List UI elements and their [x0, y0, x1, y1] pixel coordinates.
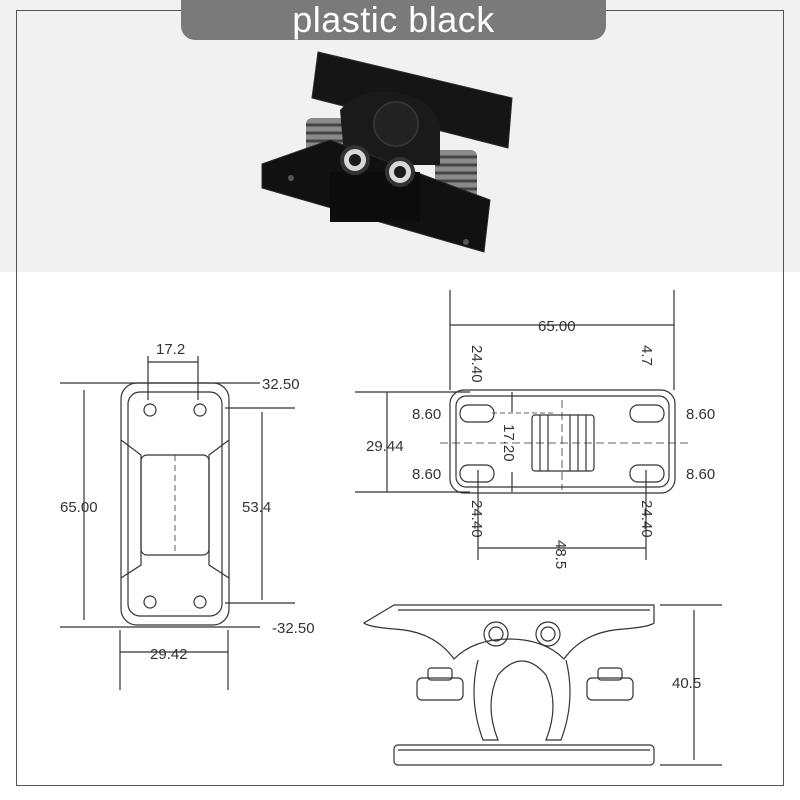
- top-dim-right-offset: 4.7: [638, 345, 655, 366]
- product-photo-area: [0, 0, 800, 272]
- front-dim-bottom-right: -32.50: [272, 620, 315, 637]
- front-dim-inner: 53.4: [242, 499, 271, 516]
- product-photo: [261, 51, 513, 253]
- top-dim-slot-bl: 8.60: [412, 466, 441, 483]
- top-dim-center: 17.20: [500, 424, 517, 462]
- title-banner: plastic black: [181, 0, 606, 40]
- top-dim-slot-br: 8.60: [686, 466, 715, 483]
- top-dim-slot-tl: 8.60: [412, 406, 441, 423]
- top-dim-width: 65.00: [538, 318, 576, 335]
- front-view: [60, 356, 295, 690]
- top-dim-left-offset: 24.40: [468, 345, 485, 383]
- top-dim-depth: 29.44: [366, 438, 404, 455]
- side-view: [362, 604, 722, 766]
- front-dim-top-right: 32.50: [262, 376, 300, 393]
- front-dim-bottom-width: 29.42: [150, 646, 188, 663]
- top-view: [355, 290, 690, 560]
- front-dim-top-width: 17.2: [156, 341, 185, 358]
- top-dim-span: 48.5: [552, 540, 569, 569]
- front-dim-height: 65.00: [60, 499, 98, 516]
- side-dim-height: 40.5: [672, 675, 701, 692]
- top-dim-bottom-left: 24.40: [468, 500, 485, 538]
- top-dim-bottom-right: 24.40: [638, 500, 655, 538]
- top-dim-slot-tr: 8.60: [686, 406, 715, 423]
